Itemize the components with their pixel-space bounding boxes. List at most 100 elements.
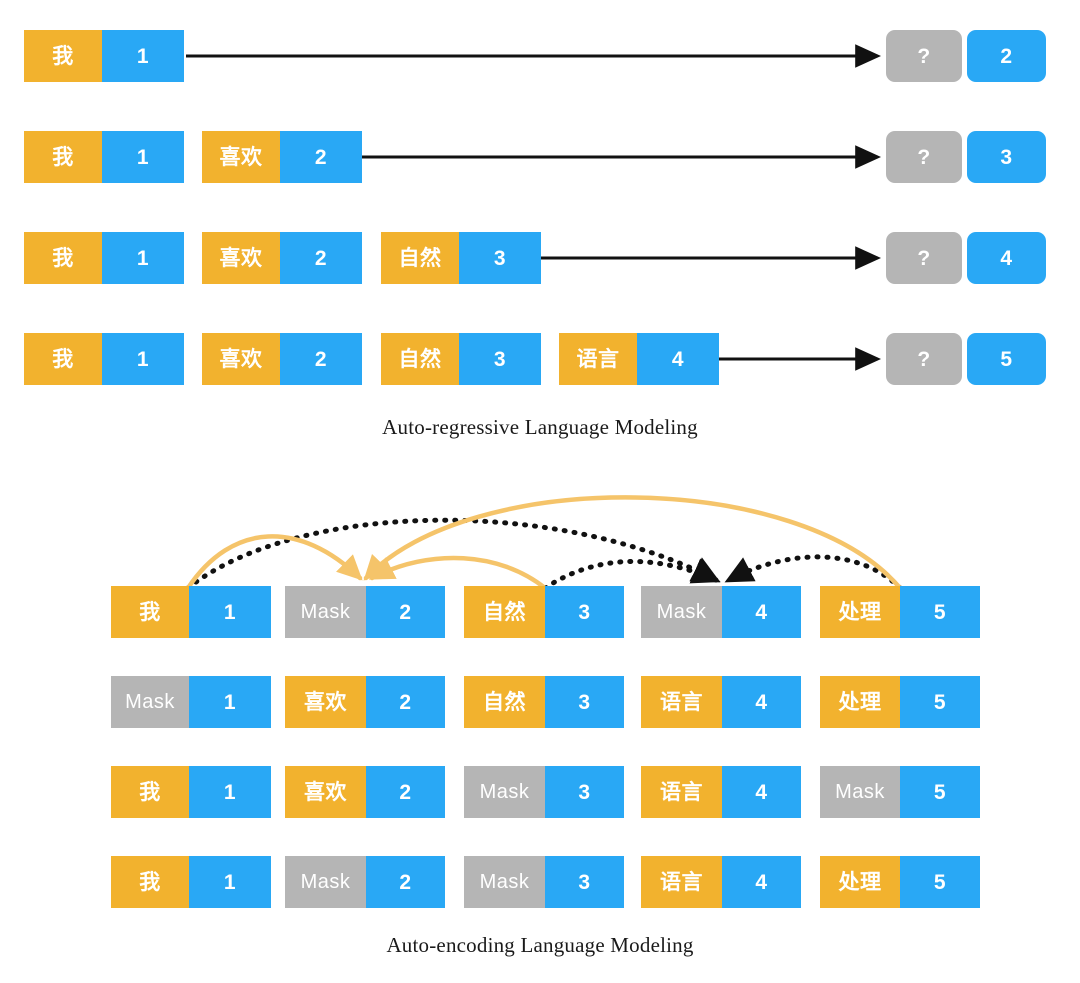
token-block[interactable]: 语言 4 xyxy=(641,856,801,908)
prediction-index: 5 xyxy=(967,333,1046,385)
token-word: 自然 xyxy=(464,586,545,638)
token-index: 4 xyxy=(722,676,801,728)
token-block[interactable]: 处理 5 xyxy=(820,676,980,728)
black-arrow-from-token-1 xyxy=(185,517,721,591)
attention-arrows-black xyxy=(185,517,903,591)
black-arrow-from-token-5 xyxy=(724,554,903,591)
token-word: 我 xyxy=(111,856,189,908)
token-word: 处理 xyxy=(820,856,900,908)
token-block[interactable]: Mask 3 xyxy=(464,766,624,818)
token-index: 1 xyxy=(102,131,184,183)
token-index: 3 xyxy=(459,333,541,385)
orange-arrow-from-token-5 xyxy=(363,495,903,591)
orange-arrow-from-token-1 xyxy=(185,534,363,591)
black-arrow-from-token-3 xyxy=(542,558,721,591)
token-word: 语言 xyxy=(641,766,722,818)
token-index: 2 xyxy=(280,333,362,385)
token-word: 处理 xyxy=(820,676,900,728)
token-word: 我 xyxy=(24,131,102,183)
token-block[interactable]: 喜欢 2 xyxy=(285,676,445,728)
prediction-index: 4 xyxy=(967,232,1046,284)
token-block[interactable]: 自然 3 xyxy=(381,333,541,385)
token-index: 1 xyxy=(102,333,184,385)
prediction-placeholder: ? xyxy=(886,30,962,82)
token-word: 自然 xyxy=(381,333,459,385)
token-block[interactable]: 我 1 xyxy=(24,131,184,183)
token-mask: Mask xyxy=(464,856,545,908)
prediction-block[interactable]: ? 2 xyxy=(886,30,1046,82)
token-block[interactable]: 我 1 xyxy=(24,232,184,284)
token-word: 语言 xyxy=(559,333,637,385)
token-word: 喜欢 xyxy=(202,131,280,183)
token-index: 2 xyxy=(280,131,362,183)
token-word: 喜欢 xyxy=(285,766,366,818)
token-block[interactable]: 我 1 xyxy=(24,333,184,385)
caption-auto-encoding: Auto-encoding Language Modeling xyxy=(386,933,694,957)
token-block[interactable]: 语言 4 xyxy=(559,333,719,385)
prediction-block[interactable]: ? 5 xyxy=(886,333,1046,385)
token-word: 我 xyxy=(111,586,189,638)
token-index: 5 xyxy=(900,766,980,818)
token-word: 处理 xyxy=(820,586,900,638)
token-mask: Mask xyxy=(285,586,366,638)
token-block[interactable]: 我 1 xyxy=(111,856,271,908)
token-block[interactable]: 处理 5 xyxy=(820,856,980,908)
prediction-index: 3 xyxy=(967,131,1046,183)
token-word: 喜欢 xyxy=(202,232,280,284)
token-block[interactable]: 我 1 xyxy=(111,586,271,638)
token-mask: Mask xyxy=(464,766,545,818)
prediction-block[interactable]: ? 4 xyxy=(886,232,1046,284)
autoregressive-arrows xyxy=(186,44,882,371)
token-mask: Mask xyxy=(111,676,189,728)
prediction-placeholder: ? xyxy=(886,232,962,284)
token-mask: Mask xyxy=(820,766,900,818)
token-block[interactable]: 自然 3 xyxy=(381,232,541,284)
token-index: 3 xyxy=(459,232,541,284)
token-mask: Mask xyxy=(285,856,366,908)
token-block[interactable]: 我 1 xyxy=(24,30,184,82)
token-block[interactable]: 语言 4 xyxy=(641,766,801,818)
prediction-block[interactable]: ? 3 xyxy=(886,131,1046,183)
token-word: 喜欢 xyxy=(202,333,280,385)
token-index: 4 xyxy=(637,333,719,385)
token-block[interactable]: Mask 2 xyxy=(285,586,445,638)
attention-arrows-orange xyxy=(185,495,903,591)
token-block[interactable]: 我 1 xyxy=(111,766,271,818)
token-block[interactable]: 处理 5 xyxy=(820,586,980,638)
caption-auto-regressive: Auto-regressive Language Modeling xyxy=(382,415,698,439)
token-index: 4 xyxy=(722,766,801,818)
token-index: 1 xyxy=(189,856,271,908)
token-block[interactable]: 自然 3 xyxy=(464,586,624,638)
token-mask: Mask xyxy=(641,586,722,638)
token-word: 我 xyxy=(24,30,102,82)
token-block[interactable]: Mask 2 xyxy=(285,856,445,908)
prediction-index: 2 xyxy=(967,30,1046,82)
token-block[interactable]: 喜欢 2 xyxy=(202,333,362,385)
token-block[interactable]: 喜欢 2 xyxy=(202,232,362,284)
token-word: 我 xyxy=(24,232,102,284)
token-block[interactable]: 喜欢 2 xyxy=(285,766,445,818)
token-word: 自然 xyxy=(381,232,459,284)
token-index: 3 xyxy=(545,766,624,818)
token-block[interactable]: Mask 1 xyxy=(111,676,271,728)
token-block[interactable]: Mask 5 xyxy=(820,766,980,818)
token-index: 4 xyxy=(722,586,801,638)
token-block[interactable]: 喜欢 2 xyxy=(202,131,362,183)
token-index: 1 xyxy=(102,30,184,82)
token-index: 1 xyxy=(102,232,184,284)
token-index: 2 xyxy=(366,856,445,908)
token-index: 2 xyxy=(366,586,445,638)
token-word: 语言 xyxy=(641,856,722,908)
token-block[interactable]: Mask 3 xyxy=(464,856,624,908)
token-index: 2 xyxy=(280,232,362,284)
token-index: 3 xyxy=(545,856,624,908)
token-block[interactable]: 自然 3 xyxy=(464,676,624,728)
token-index: 5 xyxy=(900,586,980,638)
token-index: 1 xyxy=(189,676,271,728)
token-block[interactable]: Mask 4 xyxy=(641,586,801,638)
token-block[interactable]: 语言 4 xyxy=(641,676,801,728)
token-word: 语言 xyxy=(641,676,722,728)
token-word: 自然 xyxy=(464,676,545,728)
token-index: 5 xyxy=(900,676,980,728)
